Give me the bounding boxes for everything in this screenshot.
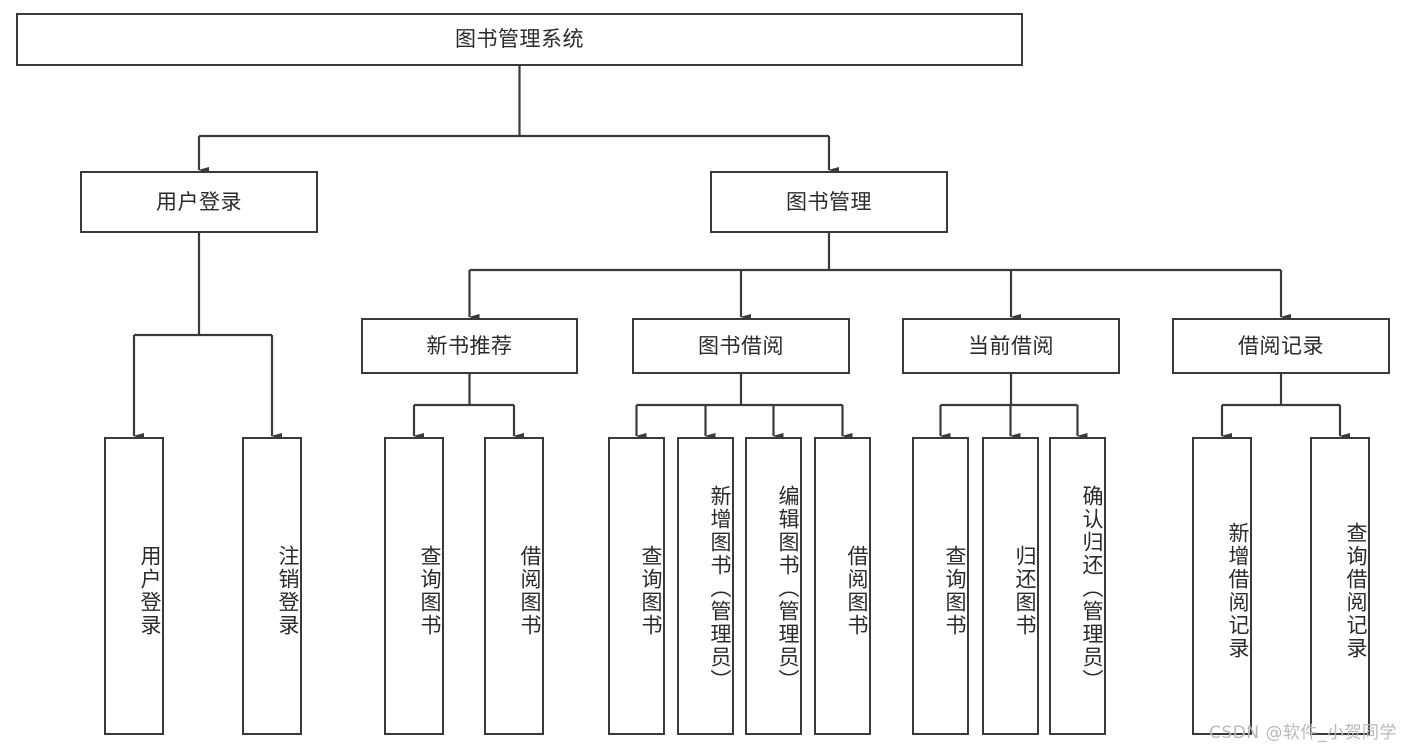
node-label: 图书借阅 [698, 333, 784, 358]
node-user-login[interactable]: 用户登录 [80, 171, 318, 233]
node-label: 新书推荐 [426, 333, 513, 358]
leaf-borrow-book-new[interactable]: 借阅图书 [484, 437, 544, 735]
node-label: 查询图书 [943, 545, 967, 637]
node-root[interactable]: 图书管理系统 [16, 13, 1023, 66]
leaf-confirm-return-admin[interactable]: 确认归还（管理员） [1049, 437, 1106, 735]
leaf-edit-book-admin[interactable]: 编辑图书（管理员） [745, 437, 802, 735]
edges [132, 66, 1350, 439]
node-book-borrow[interactable]: 图书借阅 [632, 318, 850, 374]
node-new-book-recommend[interactable]: 新书推荐 [361, 318, 578, 374]
leaf-add-book-admin[interactable]: 新增图书（管理员） [677, 437, 734, 735]
node-label: 图书管理系统 [455, 27, 584, 52]
node-borrow-records[interactable]: 借阅记录 [1172, 318, 1390, 374]
node-current-borrow[interactable]: 当前借阅 [902, 318, 1120, 374]
leaf-query-book-new[interactable]: 查询图书 [384, 437, 444, 735]
watermark: CSDN @软件_小贺同学 [1209, 723, 1397, 743]
node-label: 查询图书 [639, 545, 663, 637]
leaf-borrow-book[interactable]: 借阅图书 [814, 437, 871, 735]
node-label: 归还图书 [1013, 545, 1037, 637]
leaf-return-book[interactable]: 归还图书 [982, 437, 1039, 735]
node-label: 新增借阅记录 [1226, 522, 1250, 660]
node-label: 查询借阅记录 [1344, 522, 1368, 660]
node-book-management[interactable]: 图书管理 [710, 171, 948, 233]
leaf-logout[interactable]: 注销登录 [242, 437, 302, 735]
leaf-user-login[interactable]: 用户登录 [104, 437, 164, 735]
node-label: 用户登录 [138, 545, 162, 637]
node-label: 借阅图书 [518, 545, 542, 637]
leaf-add-borrow-record[interactable]: 新增借阅记录 [1192, 437, 1252, 735]
leaf-query-borrow-record[interactable]: 查询借阅记录 [1310, 437, 1370, 735]
node-label: 借阅图书 [845, 545, 869, 637]
node-label: 当前借阅 [968, 333, 1054, 358]
leaf-query-book-borrow[interactable]: 查询图书 [608, 437, 665, 735]
node-label: 新增图书（管理员） [708, 484, 732, 692]
node-label: 查询图书 [418, 545, 442, 637]
node-label: 确认归还（管理员） [1080, 484, 1104, 692]
node-label: 用户登录 [156, 189, 242, 214]
leaf-query-book-current[interactable]: 查询图书 [912, 437, 969, 735]
node-label: 编辑图书（管理员） [776, 484, 800, 692]
node-label: 借阅记录 [1238, 333, 1324, 358]
node-label: 图书管理 [786, 189, 872, 214]
node-label: 注销登录 [276, 545, 300, 637]
